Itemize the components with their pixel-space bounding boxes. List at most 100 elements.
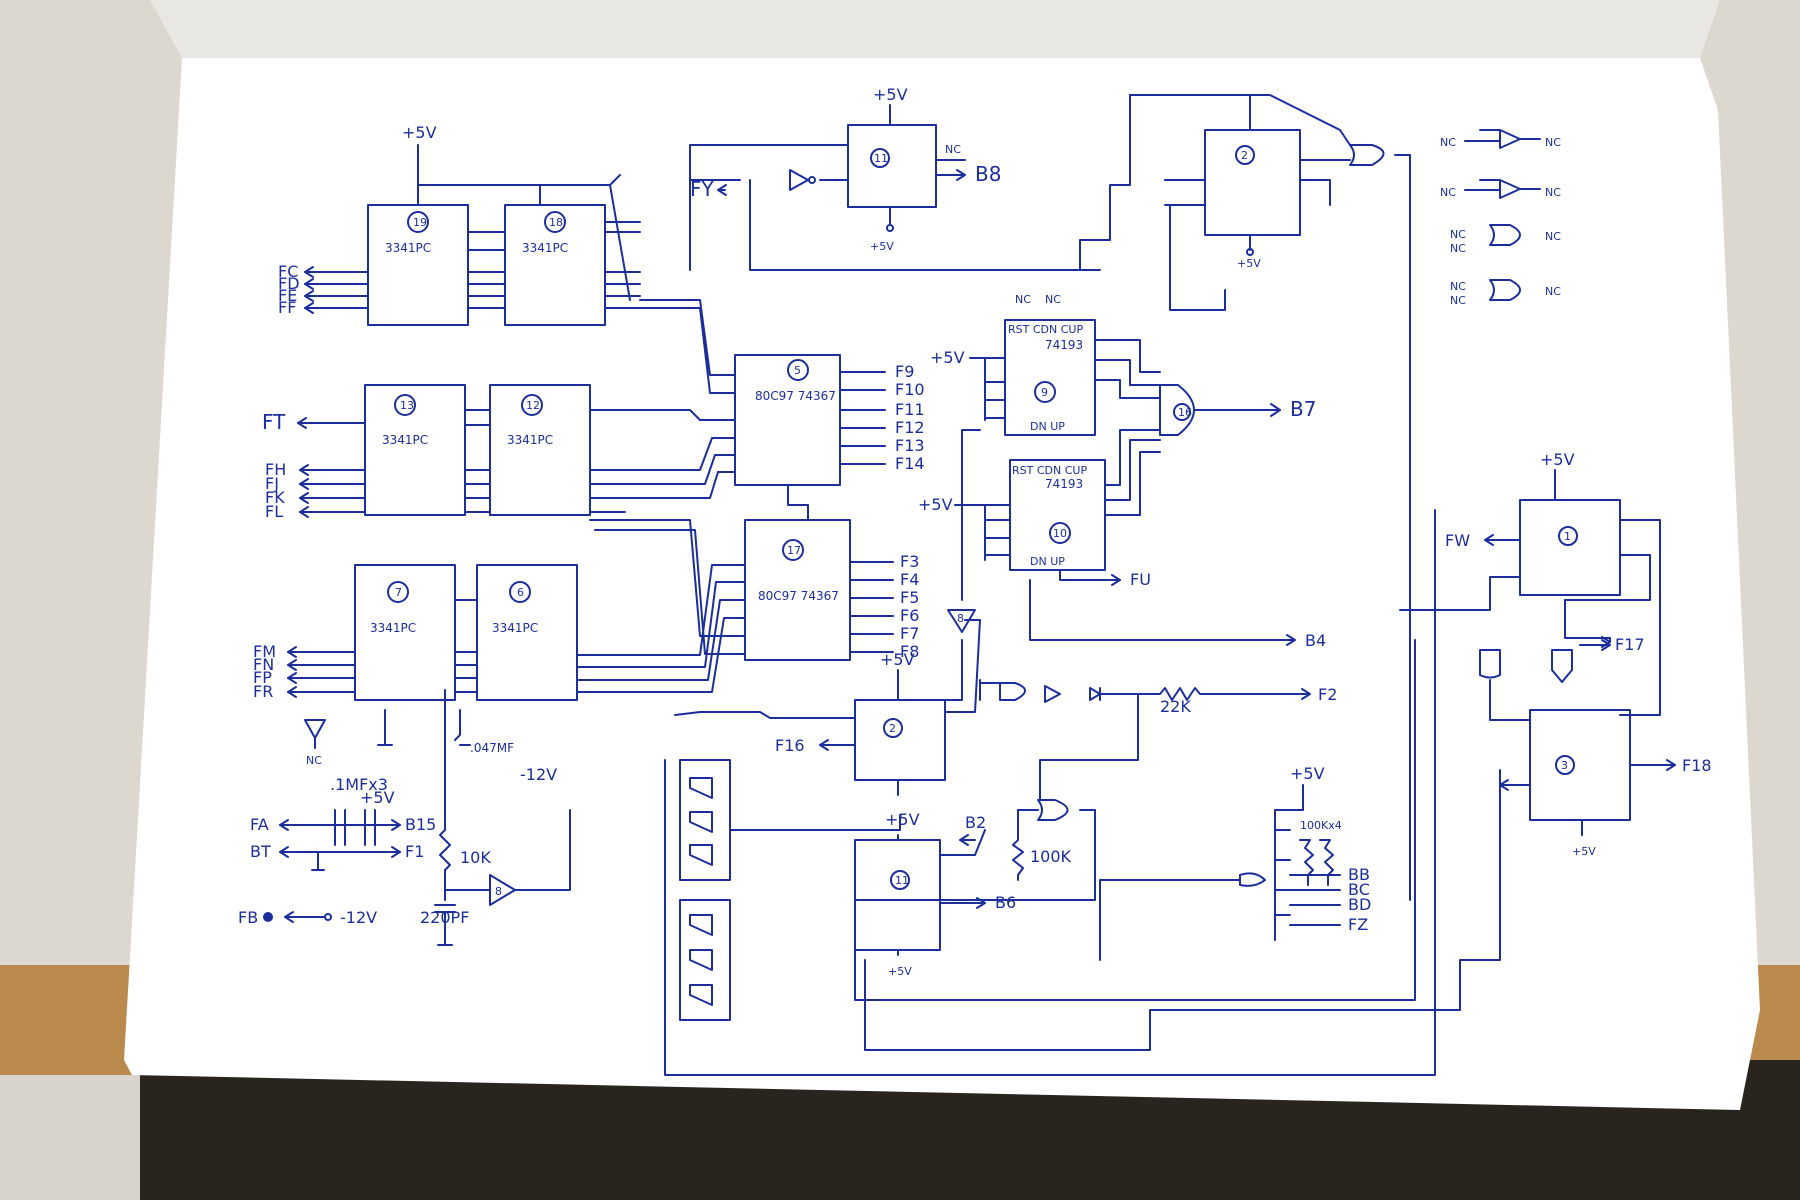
svg-text:6: 6	[517, 586, 524, 599]
svg-text:+5V: +5V	[1540, 450, 1575, 469]
svg-text:DN UP: DN UP	[1030, 420, 1065, 433]
rc-timer-network: 10K 220PF 8	[420, 689, 571, 946]
svg-text:NC: NC	[1450, 228, 1466, 241]
svg-text:-12V: -12V	[520, 765, 557, 784]
svg-text:5: 5	[794, 364, 801, 377]
flip-flop-11-top: 11 +5V +5V NC B8	[847, 85, 1001, 253]
previous-page-edge	[150, 0, 1720, 58]
svg-text:74193: 74193	[1045, 338, 1083, 352]
svg-text:8: 8	[495, 885, 502, 898]
svg-text:+5V: +5V	[880, 650, 915, 669]
svg-text:+5V: +5V	[885, 810, 920, 829]
svg-text:B4: B4	[1305, 631, 1326, 650]
svg-text:F13: F13	[895, 436, 925, 455]
svg-text:RST CDN CUP: RST CDN CUP	[1008, 323, 1083, 336]
svg-text:10: 10	[1053, 527, 1067, 540]
svg-text:2: 2	[1241, 149, 1248, 162]
svg-text:NC: NC	[1045, 293, 1061, 306]
resistor-network: +5V 100Kx4 BB BC BD FZ	[1099, 764, 1371, 961]
svg-text:F5: F5	[900, 588, 919, 607]
svg-text:+5V: +5V	[1572, 845, 1596, 858]
svg-text:7: 7	[395, 586, 402, 599]
svg-text:FZ: FZ	[1348, 915, 1368, 934]
svg-text:FM: FM	[253, 642, 276, 661]
svg-text:FJ: FJ	[265, 474, 279, 493]
input-signals-bank-2: FT FH FJ FK FL	[262, 410, 366, 521]
svg-text:BC: BC	[1348, 880, 1370, 899]
svg-text:F4: F4	[900, 570, 919, 589]
svg-text:NC: NC	[1545, 136, 1561, 149]
svg-text:F17: F17	[1615, 635, 1645, 654]
shift-register-12: 12 3341PC	[489, 384, 591, 516]
svg-text:B2: B2	[965, 813, 986, 832]
svg-text:NC: NC	[1545, 230, 1561, 243]
svg-text:NC: NC	[1015, 293, 1031, 306]
svg-text:NC: NC	[945, 143, 961, 156]
svg-text:19: 19	[413, 216, 427, 229]
svg-text:F18: F18	[1682, 756, 1712, 775]
svg-text:BT: BT	[250, 842, 271, 861]
svg-text:80C97 74367: 80C97 74367	[758, 589, 839, 603]
svg-text:NC: NC	[1440, 186, 1456, 199]
buffer-gate: NC	[304, 719, 326, 767]
svg-text:FL: FL	[265, 502, 283, 521]
svg-text:FD: FD	[278, 274, 300, 293]
svg-text:NC: NC	[1440, 136, 1456, 149]
svg-text:F16: F16	[775, 736, 805, 755]
svg-text:F2: F2	[1318, 685, 1337, 704]
paper-sheet	[124, 58, 1760, 1110]
unused-gates: NC NC NC NC NC NC NC NC NC NC	[1440, 129, 1561, 307]
svg-text:FR: FR	[253, 682, 273, 701]
svg-text:10K: 10K	[460, 848, 491, 867]
shift-register-7: 7 3341PC	[354, 564, 456, 701]
svg-text:80C97 74367: 80C97 74367	[755, 389, 836, 403]
svg-text:F8: F8	[900, 642, 919, 661]
svg-text:3341PC: 3341PC	[507, 433, 553, 447]
svg-text:100K: 100K	[1030, 847, 1072, 866]
svg-text:F1: F1	[405, 842, 424, 861]
fb-output: FB -12V	[238, 908, 377, 927]
svg-text:22K: 22K	[1160, 697, 1191, 716]
svg-text:FE: FE	[278, 286, 297, 305]
svg-text:RST CDN CUP: RST CDN CUP	[1012, 464, 1087, 477]
svg-text:+5V: +5V	[873, 85, 908, 104]
input-signals-bank-1: FC FD FE FF	[278, 262, 369, 317]
svg-text:FH: FH	[265, 460, 286, 479]
svg-text:FT: FT	[262, 410, 286, 434]
svg-text:11: 11	[874, 152, 888, 165]
svg-text:-12V: -12V	[340, 908, 377, 927]
svg-text:12: 12	[526, 399, 540, 412]
svg-text:FA: FA	[250, 815, 269, 834]
counter-chip-9: 9 74193 RST CDN CUP DN UP	[1004, 319, 1096, 436]
svg-text:100Kx4: 100Kx4	[1300, 819, 1342, 832]
svg-text:.1MFx3: .1MFx3	[330, 775, 388, 794]
svg-text:F12: F12	[895, 418, 925, 437]
svg-text:FP: FP	[253, 668, 272, 687]
svg-text:3341PC: 3341PC	[492, 621, 538, 635]
svg-text:NC: NC	[1545, 285, 1561, 298]
svg-text:F6: F6	[900, 606, 919, 625]
svg-text:3341PC: 3341PC	[382, 433, 428, 447]
svg-text:NC: NC	[1450, 294, 1466, 307]
svg-text:FN: FN	[253, 655, 274, 674]
flip-flop-11-bottom: 11 +5V +5V	[854, 810, 941, 978]
svg-text:FF: FF	[278, 298, 296, 317]
svg-text:FU: FU	[1130, 570, 1151, 589]
svg-text:F9: F9	[895, 362, 914, 381]
shift-register-6: 6 3341PC	[476, 564, 578, 701]
flip-flop-1: 1 +5V	[1519, 450, 1621, 596]
svg-text:F14: F14	[895, 454, 925, 473]
svg-text:+5V: +5V	[870, 240, 894, 253]
svg-text:FK: FK	[265, 488, 285, 507]
svg-text:B15: B15	[405, 815, 436, 834]
svg-text:+5V: +5V	[360, 788, 395, 807]
svg-text:B8: B8	[975, 162, 1001, 186]
svg-text:+5V: +5V	[888, 965, 912, 978]
flip-flop-2-middle: 2 +5V	[854, 650, 946, 796]
svg-text:13: 13	[400, 399, 414, 412]
svg-text:1: 1	[1564, 530, 1571, 543]
svg-text:+5V: +5V	[1290, 764, 1325, 783]
svg-text:FY: FY	[690, 177, 715, 201]
capacitor-network: FA BT B15 F1	[250, 809, 436, 871]
